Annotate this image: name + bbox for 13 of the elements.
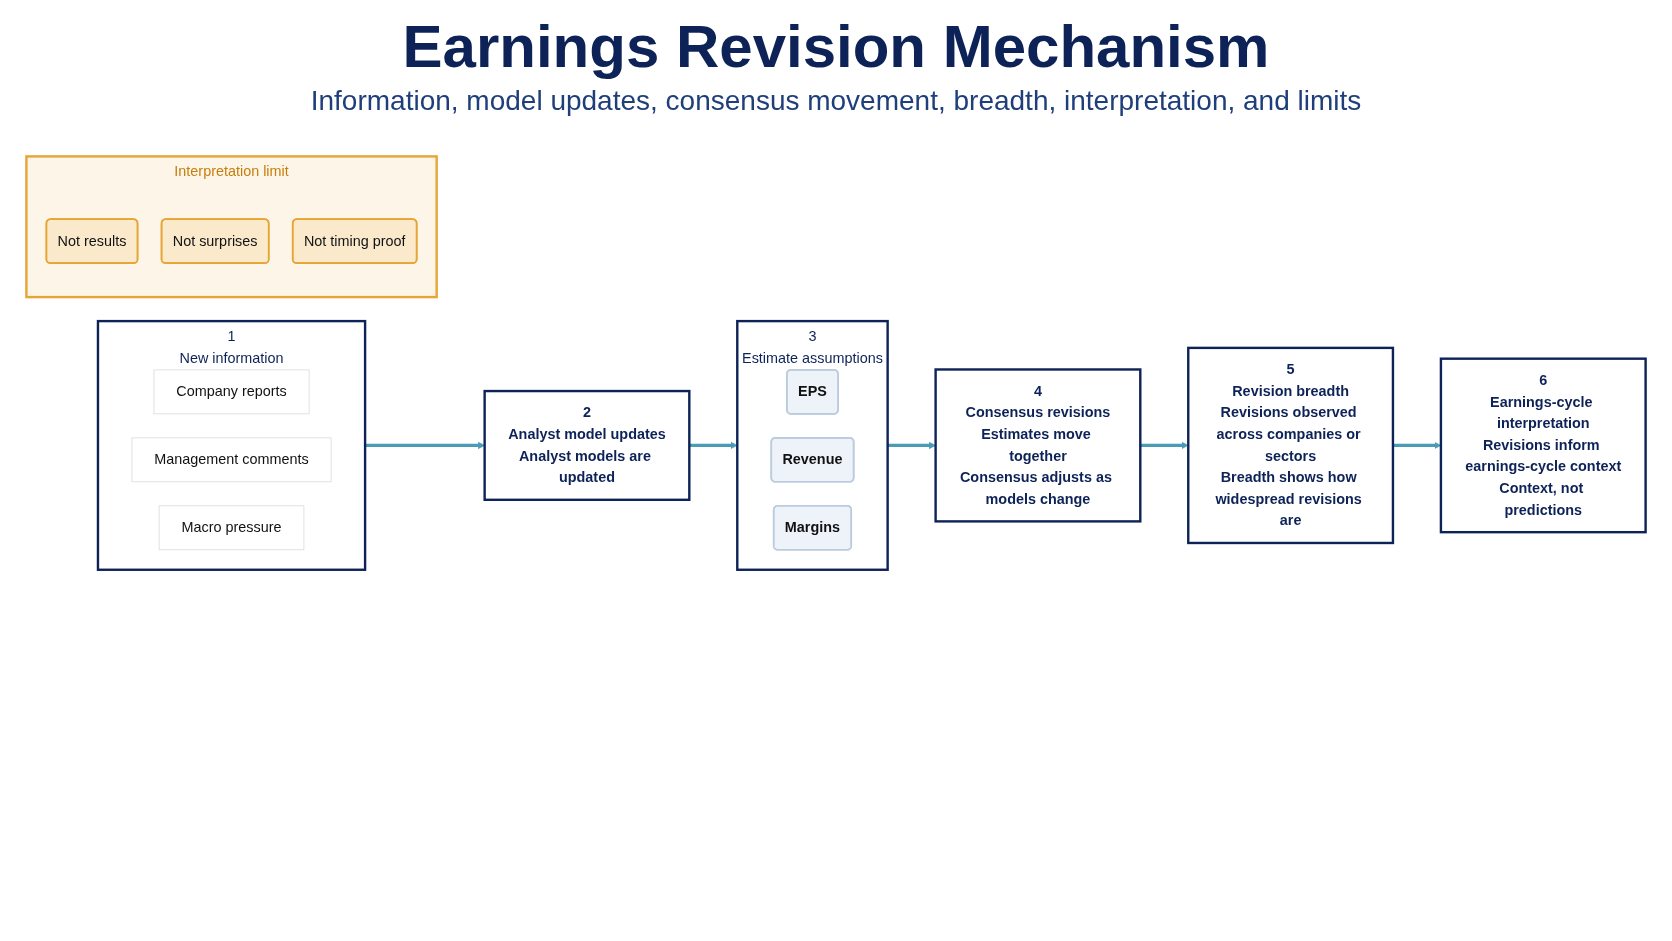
arrow bbox=[1140, 441, 1189, 449]
subtitle-text: Information, model updates, consensus movement, breadth, interpretation, and limits bbox=[310, 84, 1362, 118]
arrow bbox=[689, 441, 738, 449]
arrow bbox=[365, 441, 485, 449]
node-box: Macro pressure bbox=[158, 505, 305, 551]
node-box: 6 Earnings-cycle interpretation Revisions inform earnings-cycle context Context, not predictions bbox=[1439, 357, 1647, 534]
node-box: 2 Analyst model updates Analyst models are updated bbox=[483, 389, 691, 501]
arrow bbox=[887, 441, 936, 449]
node-box: Company reports bbox=[153, 369, 310, 415]
diagram-title: Earnings Revision Mechanism bbox=[402, 14, 1270, 80]
node-box: 4 Consensus revisions Estimates move together Consensus adjusts as models change bbox=[934, 368, 1142, 523]
node-box: 5 Revision breadth Revisions observed across companies or sectors Breadth shows how widespread revisions are bbox=[1187, 346, 1395, 545]
node-box: Management comments bbox=[131, 437, 332, 483]
